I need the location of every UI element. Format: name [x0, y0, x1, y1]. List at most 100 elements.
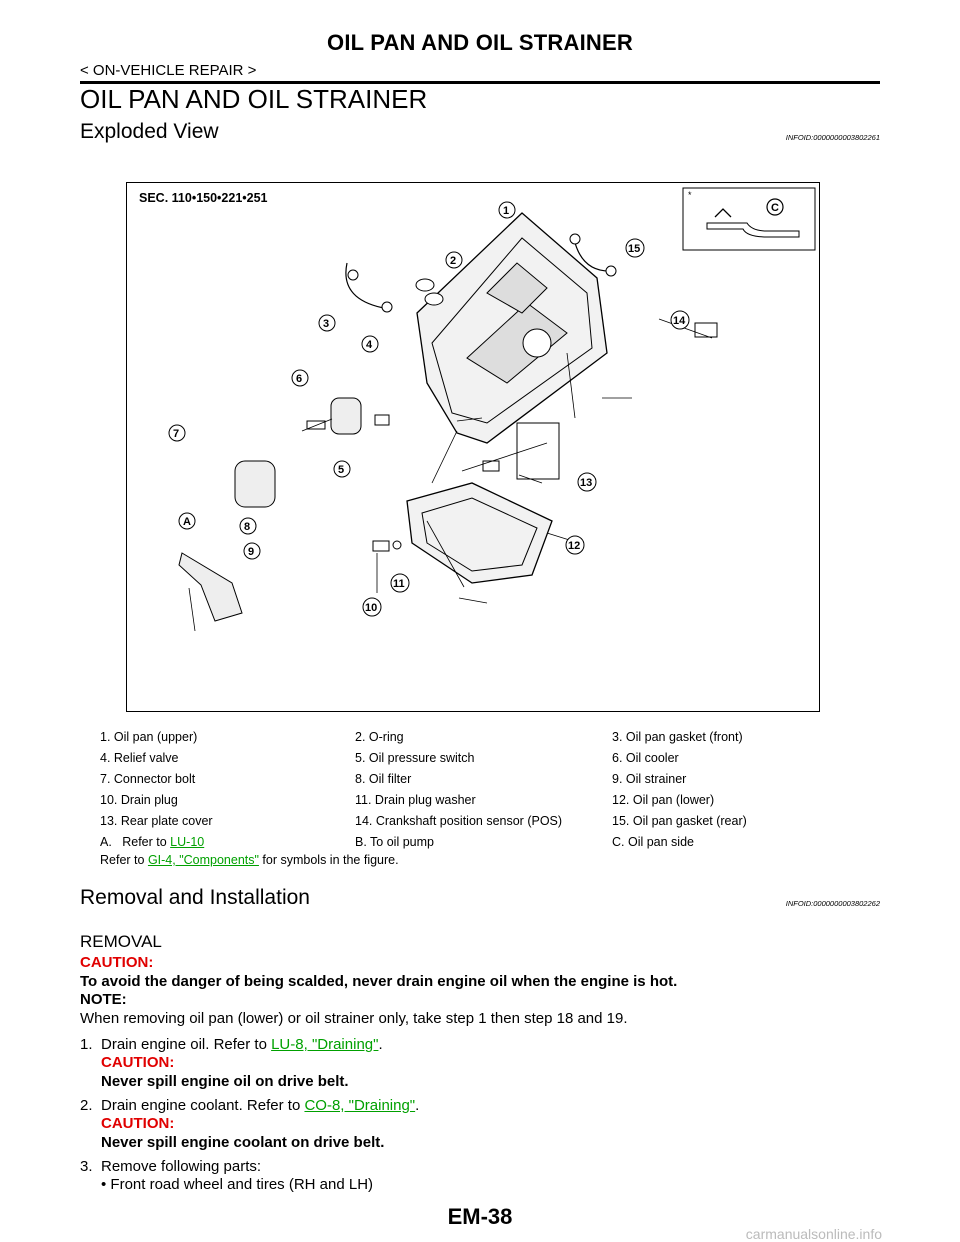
- callout-12: [565, 535, 585, 555]
- legend-a-text: A. Refer to: [100, 834, 171, 849]
- step-2-caution: Never spill engine coolant on drive belt…: [101, 1134, 385, 1151]
- step-1-caution: Never spill engine oil on drive belt.: [101, 1073, 349, 1090]
- callout-9: [243, 542, 261, 560]
- callout-3: [318, 314, 336, 332]
- legend-item: 10. Drain plug: [100, 792, 178, 807]
- step-2-label: Drain engine coolant. Refer to: [101, 1097, 305, 1114]
- callout-15: [625, 238, 645, 258]
- callout-A-label: A: [183, 516, 191, 528]
- callout-11-label: 11: [393, 578, 405, 590]
- step-3-number: 3.: [80, 1158, 93, 1175]
- callout-6-label: 6: [296, 373, 302, 385]
- callout-7-label: 7: [173, 428, 179, 440]
- callout-6: [291, 369, 309, 387]
- legend-item: 2. O-ring: [355, 729, 404, 744]
- step-2-caution-label: CAUTION:: [101, 1115, 175, 1132]
- link-gi-4-components[interactable]: GI-4, "Components": [147, 853, 259, 867]
- oil-pan-lower-drawing: [406, 482, 553, 584]
- link-lu-8-draining[interactable]: LU-8, "Draining": [271, 1036, 379, 1053]
- exploded-view-heading: Exploded View: [80, 120, 219, 143]
- callout-4: [361, 335, 379, 353]
- callout-5: [333, 460, 351, 478]
- watermark: carmanualsonline.info: [745, 1226, 882, 1242]
- step-1-text: Drain engine oil. Refer to LU-8, "Draini…: [101, 1036, 383, 1053]
- legend-row: 4. Relief valve 5. Oil pressure switch 6…: [100, 747, 880, 768]
- legend-row: 1. Oil pan (upper) 2. O-ring 3. Oil pan …: [100, 726, 880, 747]
- callout-14: [670, 310, 690, 330]
- callout-14-label: 14: [673, 315, 686, 327]
- link-lu-10[interactable]: LU-10: [170, 834, 205, 849]
- legend-item: 1. Oil pan (upper): [100, 729, 198, 744]
- step-2-end: .: [415, 1097, 420, 1114]
- legend-row: 7. Connector bolt 8. Oil filter 9. Oil s…: [100, 768, 880, 789]
- inset-star: *: [688, 190, 692, 200]
- callout-8: [239, 517, 257, 535]
- legend-item: 8. Oil filter: [355, 771, 412, 786]
- caution-label: CAUTION:: [80, 954, 154, 971]
- callout-2-label: 2: [450, 255, 456, 267]
- step-3-bullet: • Front road wheel and tires (RH and LH): [101, 1176, 374, 1193]
- legend-item: 6. Oil cooler: [612, 750, 679, 765]
- header-title: OIL PAN AND OIL STRAINER: [327, 30, 633, 55]
- callout-1-label: 1: [503, 205, 509, 217]
- legend-item: 11. Drain plug washer: [355, 792, 476, 807]
- legend-item: 5. Oil pressure switch: [355, 750, 475, 765]
- removal-installation-heading: Removal and Installation: [80, 886, 310, 909]
- removal-infoid: INFOID:0000000003802262: [785, 899, 880, 908]
- page-number: EM-38: [447, 1204, 513, 1229]
- callout-5-label: 5: [338, 464, 344, 476]
- exploded-infoid: INFOID:0000000003802261: [785, 133, 880, 142]
- legend-item-c: C. Oil pan side: [612, 834, 694, 849]
- note-text: When removing oil pan (lower) or oil str…: [80, 1010, 628, 1027]
- callout-3-label: 3: [323, 318, 329, 330]
- step-1-number: 1.: [80, 1036, 93, 1053]
- note-label: NOTE:: [80, 991, 127, 1008]
- parts-legend: 1. Oil pan (upper) 2. O-ring 3. Oil pan …: [100, 726, 880, 868]
- oil-filter-drawing: [234, 460, 276, 508]
- legend-item: 12. Oil pan (lower): [612, 792, 715, 807]
- legend-note-suffix: for symbols in the figure.: [258, 853, 399, 867]
- legend-item-b: B. To oil pump: [355, 834, 434, 849]
- step-1-caution-label: CAUTION:: [101, 1054, 175, 1071]
- callout-4-label: 4: [366, 339, 373, 351]
- callout-C-label: C: [771, 202, 779, 214]
- oil-cooler-drawing: [330, 397, 362, 435]
- callout-15-label: 15: [628, 243, 640, 255]
- callout-13: [577, 472, 597, 492]
- step-2-text: Drain engine coolant. Refer to CO-8, "Dr…: [101, 1097, 419, 1114]
- callout-C: [766, 198, 784, 216]
- legend-item: 13. Rear plate cover: [100, 813, 213, 828]
- exploded-view-drawing: SEC. 110•150•221•251 * C: [139, 187, 816, 632]
- link-co-8-draining[interactable]: CO-8, "Draining": [304, 1097, 416, 1114]
- legend-note: Refer to GI-4, "Components" for symbols …: [100, 853, 880, 867]
- caution-text: To avoid the danger of being scalded, ne…: [80, 973, 678, 990]
- sec-label: SEC. 110•150•221•251: [139, 191, 268, 205]
- callout-13-label: 13: [580, 477, 592, 489]
- header-rule: [80, 81, 880, 84]
- legend-row: 13. Rear plate cover 14. Crankshaft posi…: [100, 810, 880, 831]
- callout-1: [498, 201, 516, 219]
- callout-12-label: 12: [568, 540, 580, 552]
- legend-item: 9. Oil strainer: [612, 771, 687, 786]
- callout-7: [168, 424, 186, 442]
- callout-2: [445, 251, 463, 269]
- step-1-label: Drain engine oil. Refer to: [101, 1036, 272, 1053]
- legend-item: 3. Oil pan gasket (front): [612, 729, 743, 744]
- step-2-number: 2.: [80, 1097, 93, 1114]
- callout-10: [362, 597, 382, 617]
- removal-subheading: REMOVAL: [80, 932, 162, 951]
- callout-9-label: 9: [248, 546, 254, 558]
- legend-item: 15. Oil pan gasket (rear): [612, 813, 747, 828]
- step-3-text: Remove following parts:: [101, 1158, 262, 1175]
- legend-row: 10. Drain plug 11. Drain plug washer 12.…: [100, 789, 880, 810]
- legend-item: 4. Relief valve: [100, 750, 179, 765]
- page-heading: OIL PAN AND OIL STRAINER: [80, 84, 428, 114]
- legend-item: 14. Crankshaft position sensor (POS): [355, 813, 563, 828]
- header-section: < ON-VEHICLE REPAIR >: [80, 62, 257, 79]
- callout-11: [390, 573, 410, 593]
- inset-box: [682, 187, 816, 251]
- step-1-end: .: [378, 1036, 383, 1053]
- legend-item-a: A. Refer to LU-10: [100, 835, 355, 849]
- legend-note-prefix: Refer to: [100, 853, 148, 867]
- callout-8-label: 8: [244, 521, 250, 533]
